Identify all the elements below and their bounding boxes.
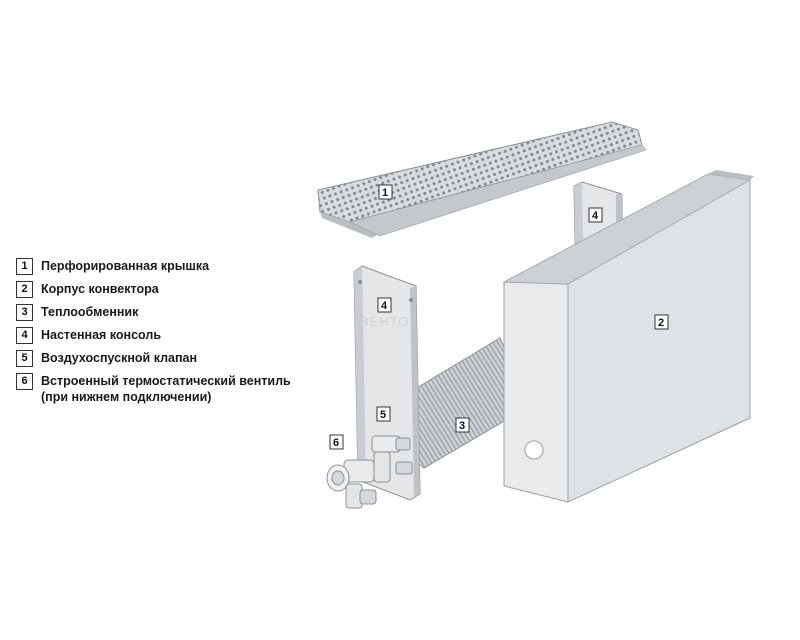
callout-number: 4 <box>381 300 388 312</box>
callout-4-left: 4 <box>377 297 392 313</box>
callout-3: 3 <box>455 417 470 433</box>
legend-label: Теплообменник <box>41 305 139 319</box>
callout-number: 2 <box>658 317 664 329</box>
perforated-cover <box>317 121 647 238</box>
callout-number: 4 <box>592 210 599 222</box>
callout-4-right: 4 <box>588 207 603 223</box>
legend-number: 3 <box>16 304 33 321</box>
callout-6: 6 <box>329 434 344 450</box>
legend-label: Перфорированная крышка <box>41 259 210 273</box>
callout-number: 5 <box>380 409 386 421</box>
callout-2: 2 <box>654 314 669 330</box>
legend-item-2: 2 Корпус конвектора <box>16 281 306 298</box>
legend-item-5: 5 Воздухоспускной клапан <box>16 350 306 367</box>
legend-item-1: 1 Перфорированная крышка <box>16 258 306 275</box>
legend-number: 6 <box>16 373 33 390</box>
legend-item-6: 6 Встроенный термостатический вентиль (п… <box>16 373 306 405</box>
legend-number: 4 <box>16 327 33 344</box>
legend-item-3: 3 Теплообменник <box>16 304 306 321</box>
legend-number: 5 <box>16 350 33 367</box>
legend-number: 1 <box>16 258 33 275</box>
legend-number: 2 <box>16 281 33 298</box>
callout-5: 5 <box>376 406 391 422</box>
legend-label: Настенная консоль <box>41 328 162 342</box>
valve-assembly <box>326 435 413 509</box>
legend-label: Корпус конвектора <box>41 282 159 296</box>
convector-body <box>502 170 754 503</box>
callout-number: 6 <box>333 437 339 449</box>
callout-number: 1 <box>382 187 388 199</box>
legend-label: Воздухоспускной клапан <box>41 351 198 365</box>
legend-sublabel: (при нижнем подключении) <box>41 390 212 404</box>
callout-number: 3 <box>459 420 465 432</box>
legend-label: Встроенный термостатический вентиль <box>41 374 291 388</box>
legend-label-multiline: Встроенный термостатический вентиль (при… <box>41 373 291 405</box>
watermark-text: ВЕНТО <box>360 314 409 329</box>
legend-item-4: 4 Настенная консоль <box>16 327 306 344</box>
callout-1: 1 <box>378 184 393 200</box>
legend: 1 Перфорированная крышка 2 Корпус конвек… <box>16 258 306 411</box>
